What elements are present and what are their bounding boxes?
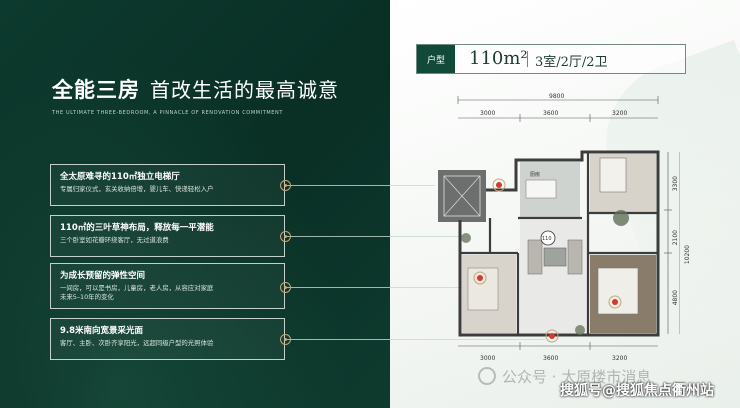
left-panel xyxy=(0,0,390,408)
floorplan-drawing: 110 厨房 xyxy=(438,96,680,350)
dim-right-total: 10200 xyxy=(684,245,691,265)
feature-title: 9.8米南向宽景采光面 xyxy=(60,326,144,336)
watermark-text: 公众号 · 太原楼市消息 xyxy=(502,368,652,386)
wechat-icon xyxy=(478,367,496,385)
feature-desc: 三个卧室如花瓣环绕客厅，无过道浪费 xyxy=(60,236,169,244)
dim-bottom-seg-2: 3600 xyxy=(543,355,559,362)
feature-title: 110㎡的三叶草神布局，释放每一平潜能 xyxy=(60,223,214,233)
unit-area: 110m² xyxy=(469,48,528,69)
dim-bottom-seg-1: 3000 xyxy=(480,355,496,362)
feature-marker-icon xyxy=(280,231,291,242)
sohu-caption: 搜狐号@搜狐焦点衢州站 xyxy=(560,383,714,399)
feature-desc: 专属归家仪式，玄关收纳倍增，婴儿车、快递轻松入户 xyxy=(60,185,214,193)
feature-title: 为成长预留的弹性空间 xyxy=(60,271,146,281)
feature-title: 全太原难寻的110㎡独立电梯厅 xyxy=(60,172,180,182)
headline: 全能三房首改生活的最高诚意 xyxy=(52,74,339,104)
feature-box-2: 110㎡的三叶草神布局，释放每一平潜能 三个卧室如花瓣环绕客厅，无过道浪费 xyxy=(50,215,285,257)
dim-top-seg-1: 3000 xyxy=(480,110,496,117)
headline-sub: 首改生活的最高诚意 xyxy=(150,78,339,102)
unit-rooms: 3室/2厅/2卫 xyxy=(535,55,608,70)
connector-line xyxy=(285,236,465,237)
unit-type-box: 户型 110m² 3室/2厅/2卫 xyxy=(416,44,686,74)
feature-box-1: 全太原难寻的110㎡独立电梯厅 专属归家仪式，玄关收纳倍增，婴儿车、快递轻松入户 xyxy=(50,164,285,206)
headline-bold: 全能三房 xyxy=(52,78,140,102)
headline-english: THE ULTIMATE THREE-BEDROOM, A PINNACLE O… xyxy=(52,110,284,116)
connector-line xyxy=(285,185,435,186)
dim-top-seg-2: 3600 xyxy=(543,110,559,117)
feature-marker-icon xyxy=(280,334,291,345)
dim-right-seg-3: 4800 xyxy=(672,290,679,306)
dim-top-seg-3: 3200 xyxy=(612,110,628,117)
floorplan-label-area: 110 xyxy=(542,236,552,242)
connector-line xyxy=(285,287,475,288)
dim-right-seg-2: 2100 xyxy=(672,230,679,246)
dim-bottom-seg-3: 3200 xyxy=(612,355,628,362)
dim-top-total: 9800 xyxy=(549,93,565,100)
connector-line xyxy=(285,339,545,340)
feature-desc: 一间房，可以是书房，儿童房，老人房，从容应对家庭 未来5–10年的变化 xyxy=(60,284,214,302)
feature-marker-icon xyxy=(280,282,291,293)
feature-desc: 客厅、主卧、次卧齐享阳光，远超同级户型的光照体验 xyxy=(60,339,214,347)
floorplan-label-kitchen: 厨房 xyxy=(530,171,540,178)
feature-box-4: 9.8米南向宽景采光面 客厅、主卧、次卧齐享阳光，远超同级户型的光照体验 xyxy=(50,318,285,360)
feature-box-3: 为成长预留的弹性空间 一间房，可以是书房，儿童房，老人房，从容应对家庭 未来5–… xyxy=(50,263,285,309)
feature-marker-icon xyxy=(280,180,291,191)
unit-divider xyxy=(527,51,528,67)
unit-tag: 户型 xyxy=(417,45,455,73)
wechat-watermark: 公众号 · 太原楼市消息 xyxy=(478,366,651,387)
dim-right-seg-1: 3300 xyxy=(672,176,679,192)
